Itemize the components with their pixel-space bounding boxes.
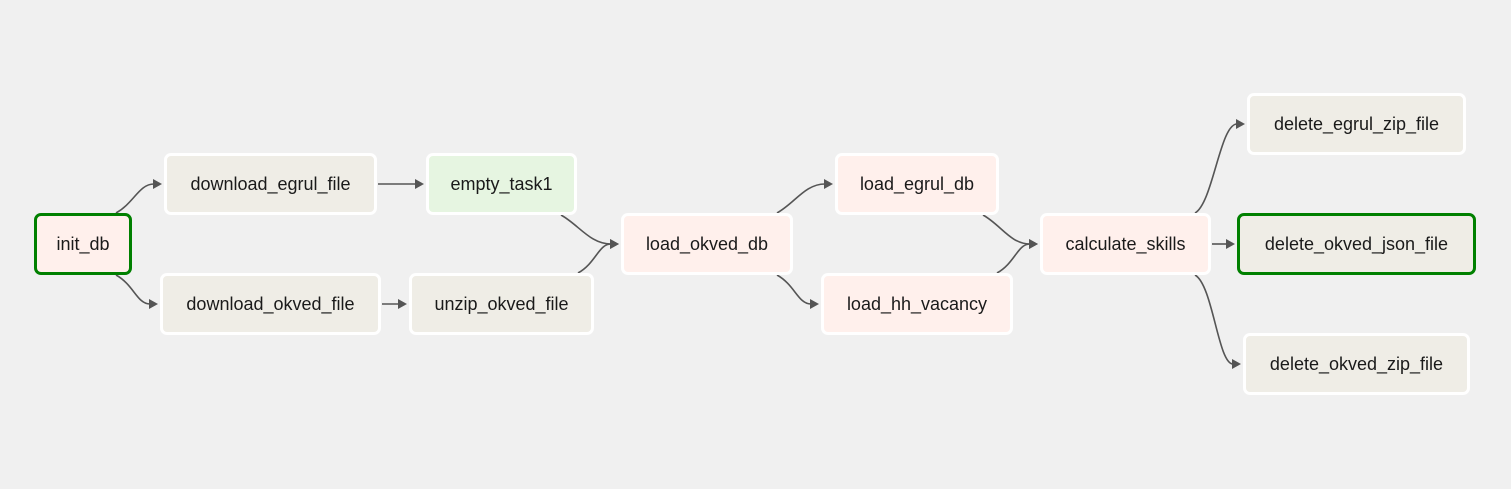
edge-init_db-to-download_okved_file — [115, 274, 151, 305]
task-node-load-egrul-db[interactable]: load_egrul_db — [835, 153, 999, 215]
task-node-delete-okved-json-file[interactable]: delete_okved_json_file — [1237, 213, 1476, 275]
task-node-delete-okved-zip-file[interactable]: delete_okved_zip_file — [1243, 333, 1470, 395]
arrowhead-icon — [149, 299, 158, 309]
arrowhead-icon — [398, 299, 407, 309]
task-node-label: delete_okved_json_file — [1264, 233, 1449, 254]
edge-calculate_skills-to-delete_okved_zip_file — [1194, 274, 1234, 365]
task-node-label: init_db — [56, 233, 110, 254]
task-node-label: empty_task1 — [450, 173, 553, 194]
task-node-download-egrul-file[interactable]: download_egrul_file — [164, 153, 377, 215]
task-node-init-db[interactable]: init_db — [34, 213, 132, 275]
task-node-label: calculate_skills — [1065, 233, 1186, 254]
edge-unzip_okved_file-to-load_okved_db — [577, 243, 612, 274]
edge-load_hh_vacancy-to-calculate_skills — [996, 243, 1031, 274]
task-node-delete-egrul-zip-file[interactable]: delete_egrul_zip_file — [1247, 93, 1466, 155]
task-node-label: load_okved_db — [645, 233, 769, 254]
task-node-label: download_okved_file — [186, 293, 355, 314]
task-node-label: delete_egrul_zip_file — [1273, 113, 1440, 134]
task-node-load-okved-db[interactable]: load_okved_db — [621, 213, 793, 275]
edge-load_egrul_db-to-calculate_skills — [982, 214, 1031, 245]
edge-load_okved_db-to-load_egrul_db — [776, 183, 826, 214]
edge-calculate_skills-to-delete_egrul_zip_file — [1194, 123, 1238, 214]
arrowhead-icon — [1236, 119, 1245, 129]
arrowhead-icon — [810, 299, 819, 309]
task-node-load-hh-vacancy[interactable]: load_hh_vacancy — [821, 273, 1013, 335]
edge-init_db-to-download_egrul_file — [115, 183, 155, 214]
task-node-label: load_hh_vacancy — [846, 293, 988, 314]
edge-empty_task1-to-load_okved_db — [560, 214, 612, 245]
task-node-unzip-okved-file[interactable]: unzip_okved_file — [409, 273, 594, 335]
arrowhead-icon — [610, 239, 619, 249]
arrowhead-icon — [1232, 359, 1241, 369]
arrowhead-icon — [1029, 239, 1038, 249]
task-node-label: download_egrul_file — [190, 173, 351, 194]
task-node-calculate-skills[interactable]: calculate_skills — [1040, 213, 1211, 275]
arrowhead-icon — [153, 179, 162, 189]
arrowhead-icon — [1029, 239, 1038, 249]
arrowhead-icon — [824, 179, 833, 189]
task-node-label: unzip_okved_file — [434, 293, 569, 314]
task-node-label: delete_okved_zip_file — [1269, 353, 1444, 374]
task-node-download-okved-file[interactable]: download_okved_file — [160, 273, 381, 335]
task-node-empty-task1[interactable]: empty_task1 — [426, 153, 577, 215]
arrowhead-icon — [610, 239, 619, 249]
arrowhead-icon — [415, 179, 424, 189]
task-node-label: load_egrul_db — [859, 173, 975, 194]
arrowhead-icon — [1226, 239, 1235, 249]
edge-load_okved_db-to-load_hh_vacancy — [776, 274, 812, 305]
